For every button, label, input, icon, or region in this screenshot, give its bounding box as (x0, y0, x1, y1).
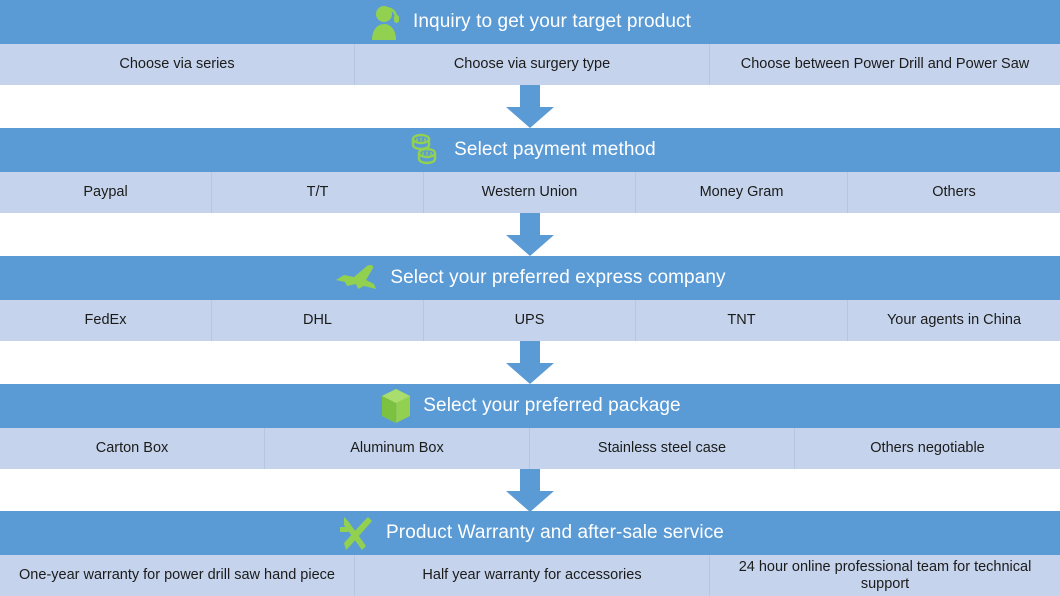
customer-service-person-icon (369, 4, 403, 40)
connector-arrow-3 (500, 341, 560, 385)
option-choose-via-series[interactable]: Choose via series (0, 44, 355, 85)
section-express: Select your preferred express company Fe… (0, 256, 1060, 341)
option-paypal[interactable]: Paypal (0, 172, 212, 213)
option-money-gram[interactable]: Money Gram (636, 172, 848, 213)
option-one-year-warranty-handpiece[interactable]: One-year warranty for power drill saw ha… (0, 555, 355, 596)
section-inquiry: Inquiry to get your target product Choos… (0, 0, 1060, 85)
option-tt[interactable]: T/T (212, 172, 424, 213)
options-row-express: FedEx DHL UPS TNT Your agents in China (0, 300, 1060, 341)
section-payment: Select payment method Paypal T/T Western… (0, 128, 1060, 213)
section-title: Select payment method (454, 139, 656, 160)
option-half-year-warranty-accessories[interactable]: Half year warranty for accessories (355, 555, 710, 596)
option-choose-power-drill-or-saw[interactable]: Choose between Power Drill and Power Saw (740, 56, 1030, 73)
section-title: Select your preferred express company (390, 267, 726, 288)
option-dhl[interactable]: DHL (212, 300, 424, 341)
coins-stack-icon (404, 132, 444, 168)
option-tnt[interactable]: TNT (636, 300, 848, 341)
options-row-package: Carton Box Aluminum Box Stainless steel … (0, 428, 1060, 469)
option-carton-box[interactable]: Carton Box (0, 428, 265, 469)
section-title: Select your preferred package (423, 395, 681, 416)
section-package: Select your preferred package Carton Box… (0, 384, 1060, 469)
options-row-inquiry: Choose via series Choose via surgery typ… (0, 44, 1060, 85)
option-western-union[interactable]: Western Union (424, 172, 636, 213)
section-title: Product Warranty and after-sale service (386, 522, 724, 543)
option-aluminum-box[interactable]: Aluminum Box (265, 428, 530, 469)
section-header-inquiry: Inquiry to get your target product (0, 0, 1060, 44)
connector-arrow-4 (500, 469, 560, 513)
section-header-payment: Select payment method (0, 128, 1060, 172)
airplane-icon (334, 262, 380, 294)
connector-arrow-1 (500, 85, 560, 129)
option-others-negotiable[interactable]: Others negotiable (870, 440, 985, 457)
option-24-hour-online-support[interactable]: 24 hour online professional team for tec… (738, 558, 1032, 592)
option-your-agents-in-china[interactable]: Your agents in China (886, 312, 1022, 329)
crossed-tools-icon (336, 513, 376, 553)
options-row-warranty: One-year warranty for power drill saw ha… (0, 555, 1060, 596)
option-choose-via-surgery-type[interactable]: Choose via surgery type (355, 44, 710, 85)
option-ups[interactable]: UPS (424, 300, 636, 341)
section-warranty: Product Warranty and after-sale service … (0, 511, 1060, 596)
options-row-payment: Paypal T/T Western Union Money Gram Othe… (0, 172, 1060, 213)
section-header-warranty: Product Warranty and after-sale service (0, 511, 1060, 555)
section-header-package: Select your preferred package (0, 384, 1060, 428)
section-header-express: Select your preferred express company (0, 256, 1060, 300)
section-title: Inquiry to get your target product (413, 11, 691, 32)
connector-arrow-2 (500, 213, 560, 257)
option-fedex[interactable]: FedEx (0, 300, 212, 341)
package-box-icon (379, 387, 413, 425)
option-others[interactable]: Others (932, 184, 976, 201)
option-stainless-steel-case[interactable]: Stainless steel case (530, 428, 795, 469)
